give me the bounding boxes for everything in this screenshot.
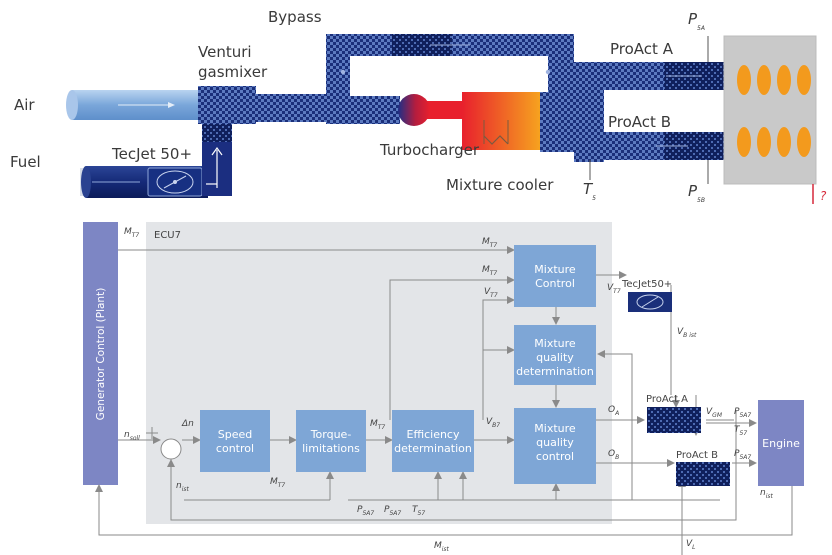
o-b: OB [608, 449, 619, 461]
t5-label: T5 [583, 180, 596, 202]
venturi-gasmixer [198, 86, 256, 124]
m-ist: Mist [434, 541, 450, 553]
v-t7-mix: VT7 [484, 287, 498, 299]
tecjet-actuator: TecJet50+ [621, 279, 672, 312]
tecjet-label: TecJet 50+ [111, 145, 192, 163]
m-t7-speed: MT7 [270, 477, 285, 489]
plant-label: Generator Control (Plant) [95, 288, 107, 421]
engine-block [723, 35, 817, 185]
p-5a7-fb1: P5A7 [357, 505, 374, 517]
tecjet-valve [147, 167, 203, 197]
fuel-label: Fuel [10, 153, 41, 171]
proact-a-valve [664, 62, 726, 90]
o-a: OA [608, 405, 619, 417]
svg-text:Control: Control [535, 277, 575, 290]
mixture-control-block: Mixture Control [514, 245, 596, 307]
svg-text:limitations: limitations [302, 442, 360, 455]
n-ist: nist [176, 481, 190, 493]
signal-lines [95, 246, 793, 555]
speed-control-block: Speed control [200, 410, 270, 472]
svg-text:control: control [216, 442, 254, 455]
m-t7-top: MT7 [124, 227, 139, 239]
p5b-label: P5B [688, 182, 705, 204]
svg-text:Mixture: Mixture [534, 337, 576, 350]
p-5a7-a: P5A7 [734, 407, 751, 419]
proact-b-actuator: ProAct B [676, 450, 730, 486]
schematic-labels: Air Fuel TecJet 50+ Venturi gasmixer Byp… [10, 8, 827, 204]
v-b7: VB7 [486, 417, 500, 429]
n-soll: nsoll [124, 430, 140, 442]
svg-text:determination: determination [394, 442, 472, 455]
torque-limitations-block: Torque- limitations [296, 410, 366, 472]
svg-text:quality: quality [536, 351, 574, 364]
m-t7-mix: MT7 [482, 265, 497, 277]
m-t7-torque: MT7 [370, 419, 385, 431]
p-5a7-b: P5A7 [734, 449, 751, 461]
proact-a-label: ProAct A [610, 40, 674, 58]
v-gm: VGM [706, 407, 723, 419]
bypass-label: Bypass [268, 8, 322, 26]
svg-text:determination: determination [516, 365, 594, 378]
v-l: VL [686, 539, 696, 551]
mixture-cooler-label: Mixture cooler [446, 176, 554, 194]
svg-text:TecJet50+: TecJet50+ [621, 279, 672, 290]
ecu-label: ECU7 [154, 230, 181, 241]
control-diagram: ECU7 Generator Control (Plant) [83, 222, 804, 555]
signal-labels: MT7 MT7 MT7 VT7 VB7 MT7 MT7 VT7 VB ist O… [124, 227, 774, 553]
engine-block-diagram: Engine [758, 400, 804, 486]
delta-n: Δn [181, 419, 194, 429]
summing-junction [146, 427, 182, 460]
efficiency-determination-block: Efficiency determination [392, 410, 474, 472]
n-ist-engine: nist [760, 488, 774, 500]
v-t7-tecjet: VT7 [607, 283, 621, 295]
p-5a7-fb2: P5A7 [384, 505, 401, 517]
gasmixer-label: gasmixer [198, 63, 268, 81]
v-bist: VB ist [677, 327, 697, 339]
svg-text:Speed: Speed [218, 428, 252, 441]
plant-block [83, 222, 118, 485]
svg-text:Torque-: Torque- [310, 428, 352, 441]
turbocharger [398, 94, 466, 126]
t-57-a: T57 [734, 425, 747, 437]
proact-b-valve [656, 132, 726, 160]
proact-a-actuator: ProAct A [646, 394, 701, 433]
air-pipe [66, 90, 200, 120]
svg-text:quality: quality [536, 436, 574, 449]
svg-text:ProAct B: ProAct B [676, 450, 718, 461]
question-mark: ? [820, 189, 827, 203]
svg-text:control: control [536, 450, 574, 463]
m-t7-line: MT7 [482, 237, 497, 249]
svg-text:Mixture: Mixture [534, 263, 576, 276]
svg-text:Mixture: Mixture [534, 422, 576, 435]
svg-text:Efficiency: Efficiency [407, 428, 460, 441]
t-57-fb: T57 [412, 505, 425, 517]
turbocharger-label: Turbocharger [379, 141, 480, 159]
svg-text:Engine: Engine [762, 437, 800, 450]
engine-schematic [66, 34, 817, 204]
mixture-quality-control-block: Mixture quality control [514, 408, 596, 484]
svg-text:ProAct A: ProAct A [646, 394, 688, 405]
mixture-quality-determination-block: Mixture quality determination [514, 325, 596, 385]
p5a-label: P5A [688, 10, 705, 32]
venturi-label: Venturi [198, 43, 252, 61]
mixture-cooler [462, 92, 540, 150]
air-label: Air [14, 96, 35, 114]
proact-b-label: ProAct B [608, 113, 671, 131]
